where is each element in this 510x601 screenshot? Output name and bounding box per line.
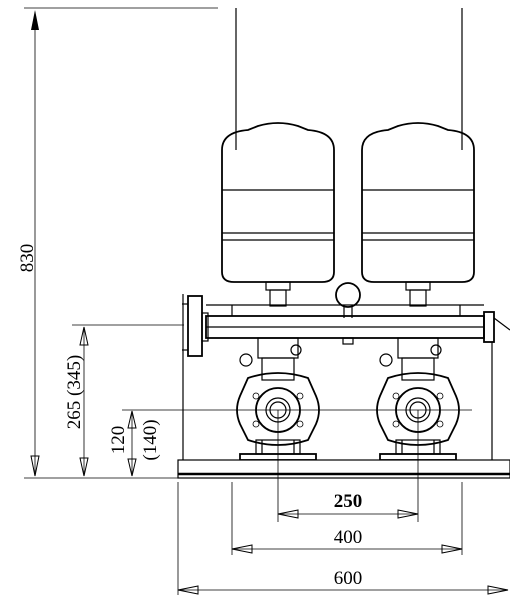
- dimension-frame-width: [231, 544, 463, 554]
- frame: [182, 294, 493, 460]
- dim-label-base-width: 600: [334, 568, 363, 589]
- pressure-tank-left: [221, 122, 335, 307]
- dimension-pump-spacing: [277, 509, 419, 519]
- dim-label-pump-axis-a: 120: [108, 426, 129, 455]
- dim-label-pump-axis-b: (140): [140, 419, 161, 460]
- manifold-header: [182, 295, 510, 357]
- pressure-tank-right: [361, 122, 475, 307]
- dim-label-frame-width: 400: [334, 527, 363, 548]
- base-plate: [177, 459, 510, 479]
- reference-lines: [24, 7, 472, 595]
- dim-label-pump-spacing: 250: [334, 491, 363, 512]
- pressure-gauge: [335, 282, 361, 345]
- dimension-pump-axis: [127, 410, 137, 477]
- dimension-inlet-height: [79, 326, 89, 477]
- control-cabinet: [235, 8, 463, 150]
- dim-label-height-total: 830: [17, 244, 38, 273]
- dimension-height-total: [30, 10, 40, 477]
- dim-label-inlet-height: 265 (345): [64, 355, 85, 429]
- dimension-base-width: [177, 585, 509, 595]
